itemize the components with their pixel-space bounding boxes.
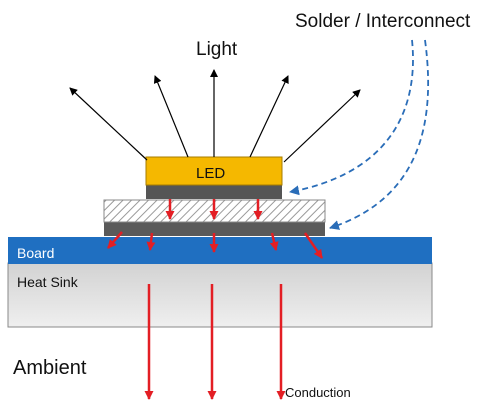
conduction-label: Conduction — [285, 385, 351, 400]
light-arrow-4 — [249, 75, 289, 158]
led-label: LED — [196, 165, 225, 182]
light-arrow-1 — [69, 87, 148, 161]
die-attach — [146, 185, 282, 199]
ambient-label: Ambient — [13, 357, 87, 379]
interconnect-layer — [104, 222, 325, 236]
light-arrow-2 — [153, 75, 189, 158]
light-arrows — [69, 69, 361, 163]
light-label: Light — [196, 39, 238, 60]
board — [8, 237, 432, 264]
solder-interconnect-label: Solder / Interconnect — [295, 11, 471, 32]
board-label: Board — [17, 245, 54, 261]
heat-arrows-upper — [165, 199, 263, 220]
light-arrow-5 — [283, 89, 361, 163]
heat-sink-label: Heat Sink — [17, 274, 79, 290]
led-chip — [145, 156, 283, 186]
conduction-arrows — [144, 284, 286, 400]
heat-sink — [7, 262, 433, 328]
heat-arrows-board — [107, 231, 324, 259]
solder-callout-arrows — [289, 39, 429, 230]
